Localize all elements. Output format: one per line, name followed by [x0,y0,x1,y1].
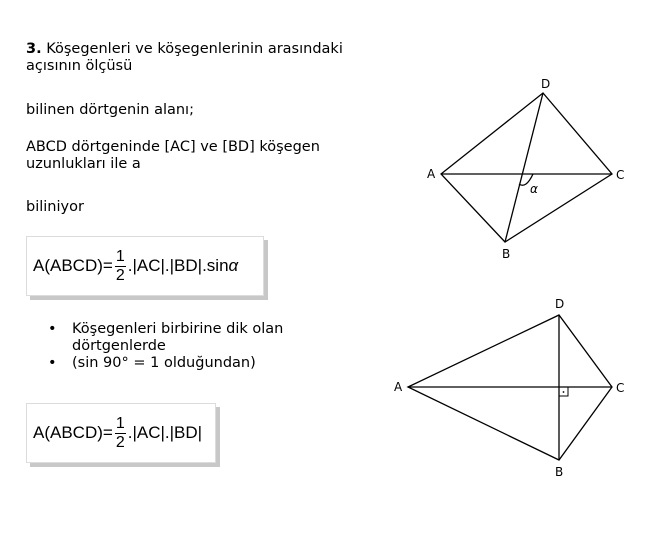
formula-lhs: A(ABCD)= [33,256,113,275]
vertex-d-label: D [541,77,550,91]
fraction-half: 1 2 [114,247,126,285]
heading-body: Köşegenleri ve köşegenlerinin arasındaki… [26,41,343,74]
formula-lhs: A(ABCD)= [33,423,113,442]
text-line-known: biliniyor [26,199,84,215]
fraction-numerator: 1 [114,414,126,434]
fraction-denominator: 2 [115,266,125,284]
fraction-numerator: 1 [114,247,126,267]
formula-alpha: α [228,256,239,275]
text-line-area: bilinen dörtgenin alanı; [26,102,194,118]
problem-number: 3. [26,41,42,57]
diagonal-bd [504,92,544,243]
vertex-c-label: C [616,381,624,395]
angle-arc [518,173,534,186]
bullet-sine: (sin 90° = 1 olduğundan) [48,355,348,372]
heading-text: 3. Köşegenleri ve köşegenlerinin arasınd… [26,41,386,75]
vertex-d-label: D [555,297,564,311]
fraction-denominator: 2 [115,433,125,451]
vertex-c-label: C [616,168,624,182]
text-line-diagonals: ABCD dörtgeninde [AC] ve [BD] köşegen uz… [26,139,320,172]
right-angle-dot [562,391,565,393]
vertex-b-label: B [502,247,510,261]
fraction-half: 1 2 [114,414,126,452]
vertex-a-label: A [394,380,403,394]
vertex-b-label: B [555,465,563,479]
formula-rhs: .|AC|.|BD|.sin [127,256,229,275]
vertex-a-label: A [427,167,436,181]
right-angle-mark [558,386,569,397]
angle-alpha-label: α [530,182,538,196]
bullet-list: Köşegenleri birbirine dik olan dörtgenle… [48,321,348,372]
formula-rhs: .|AC|.|BD| [127,423,203,442]
formula-perpendicular: A(ABCD)= 1 2 .|AC|.|BD| [26,403,216,463]
bullet-perpendicular: Köşegenleri birbirine dik olan dörtgenle… [48,321,348,355]
